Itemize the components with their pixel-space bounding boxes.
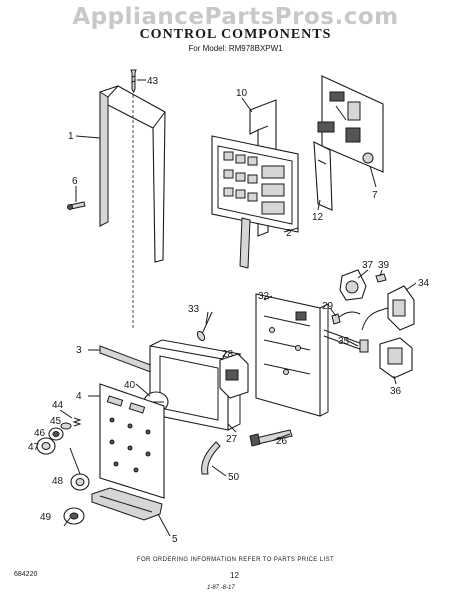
part-44-spring[interactable] (72, 417, 82, 427)
callout-36: 36 (390, 386, 402, 397)
callout-49: 49 (40, 512, 52, 523)
callout-labels: 43 1 6 10 7 12 2 37 39 34 32 29 33 3 28 … (28, 76, 430, 545)
part-46-knob-insert[interactable] (48, 427, 64, 441)
part-5-trim-strip[interactable] (91, 487, 163, 521)
callout-28: 28 (222, 349, 234, 360)
part-34-transformer[interactable] (361, 285, 415, 331)
part-26-screw[interactable] (249, 429, 293, 447)
callout-leader-lines (59, 79, 417, 537)
part-45-washer[interactable] (60, 422, 72, 430)
part-35-wire-harness[interactable] (323, 329, 369, 353)
drawing-number: 684220 (14, 571, 38, 578)
callout-34: 34 (418, 278, 430, 289)
part-50-tube[interactable] (201, 441, 221, 475)
callout-43: 43 (147, 76, 159, 87)
callout-45: 45 (50, 416, 62, 427)
callout-10: 10 (236, 88, 248, 99)
date-code: 1-87 -8-17 (207, 585, 235, 591)
callout-1: 1 (68, 131, 74, 142)
part-36-relay[interactable] (379, 337, 413, 379)
part-4-control-panel[interactable] (99, 383, 165, 499)
model-subtitle: For Model: RM978BXPW1 (188, 44, 283, 53)
part-7-electronic-control-board[interactable] (317, 75, 384, 173)
part-33-thermistor[interactable] (196, 311, 213, 342)
callout-48: 48 (52, 476, 64, 487)
callout-3: 3 (76, 345, 82, 356)
callout-29: 29 (322, 301, 334, 312)
callout-44: 44 (52, 400, 64, 411)
callout-5: 5 (172, 534, 178, 545)
part-47-control-knob[interactable] (36, 437, 56, 455)
callout-2: 2 (286, 228, 292, 239)
callout-27: 27 (226, 434, 238, 445)
callout-40: 40 (124, 380, 136, 391)
callout-26: 26 (276, 436, 288, 447)
part-12-mounting-bracket[interactable] (313, 141, 333, 211)
part-29-wire-lead[interactable] (331, 311, 361, 325)
watermark-text: AppliancePartsPros.com (72, 4, 399, 30)
diagram-title: CONTROL COMPONENTS (139, 27, 332, 42)
callout-7: 7 (372, 190, 378, 201)
callout-35: 35 (338, 336, 350, 347)
callout-4: 4 (76, 391, 82, 402)
part-28-sensor-module[interactable] (219, 353, 249, 399)
ordering-information-note: FOR ORDERING INFORMATION REFER TO PARTS … (136, 557, 335, 563)
part-32-control-mounting-plate[interactable] (255, 293, 329, 417)
callout-32: 32 (258, 291, 270, 302)
part-48-knob[interactable] (70, 473, 90, 491)
callout-33: 33 (188, 304, 200, 315)
part-1-control-housing-trim[interactable] (99, 85, 166, 330)
callout-6: 6 (72, 176, 78, 187)
callout-39: 39 (378, 260, 390, 271)
part-39-clip[interactable] (375, 273, 387, 283)
touchpad-key-grid (223, 151, 285, 215)
part-6-screw[interactable] (67, 201, 86, 210)
callout-12: 12 (312, 212, 324, 223)
control-panel-indicator-marks (109, 417, 151, 473)
part-2-touchpad-overlay[interactable] (211, 135, 299, 269)
callout-37: 37 (362, 260, 374, 271)
callout-47: 47 (28, 442, 40, 453)
callout-46: 46 (34, 428, 46, 439)
callout-50: 50 (228, 472, 240, 483)
part-37-fan[interactable] (339, 269, 367, 301)
page-number: 12 (230, 571, 239, 580)
part-43-screw[interactable] (130, 69, 137, 94)
